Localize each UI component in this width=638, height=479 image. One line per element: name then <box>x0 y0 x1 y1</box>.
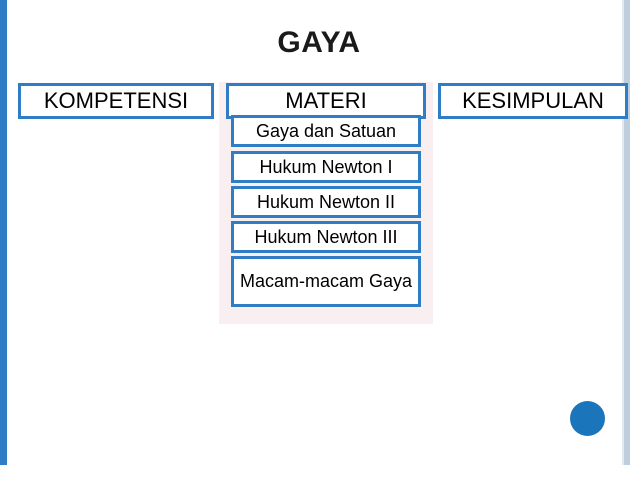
right-accent-bar <box>624 0 630 479</box>
materi-item-hukum-newton-2[interactable]: Hukum Newton II <box>231 186 421 218</box>
materi-item-label: Hukum Newton II <box>256 191 396 212</box>
materi-item-gaya-dan-satuan[interactable]: Gaya dan Satuan <box>231 115 421 147</box>
bottom-strip <box>0 465 638 479</box>
materi-item-label: Macam-macam Gaya <box>239 271 413 292</box>
nav-label-kesimpulan: KESIMPULAN <box>462 87 604 113</box>
materi-item-label: Hukum Newton I <box>259 156 393 177</box>
materi-item-hukum-newton-1[interactable]: Hukum Newton I <box>231 151 421 183</box>
left-accent-bar <box>0 0 7 479</box>
nav-button-materi[interactable]: MATERI <box>226 83 426 119</box>
decorative-circle <box>570 401 605 436</box>
nav-button-kompetensi[interactable]: KOMPETENSI <box>18 83 214 119</box>
materi-item-label: Hukum Newton III <box>254 226 398 247</box>
right-accent-bar-inner <box>622 0 624 479</box>
nav-label-materi: MATERI <box>285 87 367 113</box>
nav-button-kesimpulan[interactable]: KESIMPULAN <box>438 83 628 119</box>
materi-item-macam-macam-gaya[interactable]: Macam-macam Gaya <box>231 256 421 307</box>
page-title: GAYA <box>277 26 361 59</box>
materi-item-label: Gaya dan Satuan <box>255 120 397 141</box>
materi-item-hukum-newton-3[interactable]: Hukum Newton III <box>231 221 421 253</box>
nav-label-kompetensi: KOMPETENSI <box>43 87 189 113</box>
